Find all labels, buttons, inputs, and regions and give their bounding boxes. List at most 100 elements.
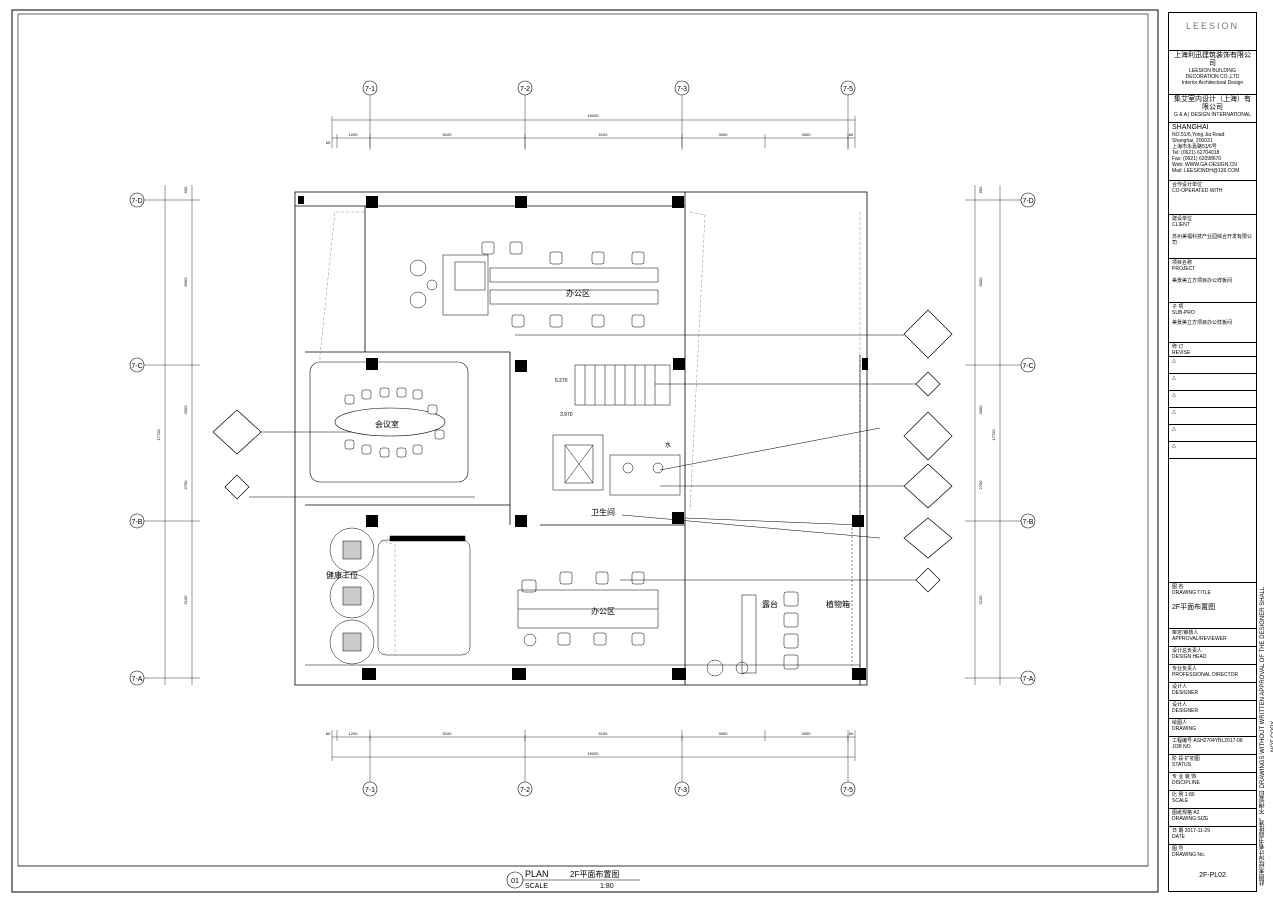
svg-text:60: 60: [326, 731, 331, 736]
svg-text:60: 60: [849, 731, 854, 736]
index-markers: [212, 309, 953, 593]
grid-row-a: 7-A: [132, 676, 143, 683]
revise-row-1: △: [1169, 357, 1256, 374]
svg-text:7-1: 7-1: [365, 787, 375, 794]
svg-text:7-3: 7-3: [677, 787, 687, 794]
office-bottom-furniture: [517, 571, 659, 647]
room-label-meeting: 会议室: [375, 419, 399, 429]
meeting-room-outline: [309, 361, 469, 483]
title-scale: 1:80: [600, 883, 614, 890]
index-leaders: [249, 334, 916, 581]
grid-col-1: 7-1: [365, 86, 375, 93]
title-block: LEESION 上海利迅建筑装饰有限公司 LEESION BUILDING DE…: [1168, 12, 1257, 892]
svg-text:5100: 5100: [183, 595, 188, 605]
svg-text:1200: 1200: [349, 132, 359, 137]
drawing-border: [17, 13, 1149, 867]
address: SHANGHAI NO.51/6,Yong Jia Road Shanghai,…: [1169, 123, 1256, 181]
fitness-area: [329, 527, 471, 665]
svg-text:6000: 6000: [183, 277, 188, 287]
title-plan: PLAN: [525, 869, 549, 879]
svg-text:6000: 6000: [978, 277, 983, 287]
room-label-fitness: 健康工位: [326, 570, 358, 580]
room-label-plant-box: 植物箱: [826, 599, 850, 609]
svg-text:3000: 3000: [802, 132, 812, 137]
revise-row-3: △: [1169, 391, 1256, 408]
top-dimensions: [331, 116, 856, 148]
svg-text:2700: 2700: [978, 480, 983, 490]
svg-text:60: 60: [849, 132, 854, 137]
company-info: 上海利迅建筑装饰有限公司 LEESION BUILDING DECORATION…: [1169, 51, 1256, 95]
svg-text:3000: 3000: [183, 405, 188, 415]
revise-space: [1169, 459, 1256, 583]
room-label-terrace: 露台: [762, 599, 778, 609]
office-top-furniture: [409, 241, 659, 328]
svg-text:5100: 5100: [599, 731, 609, 736]
svg-text:5100: 5100: [443, 731, 453, 736]
svg-text:3000: 3000: [978, 405, 983, 415]
svg-text:7-C: 7-C: [1022, 363, 1033, 370]
svg-text:7-5: 7-5: [843, 787, 853, 794]
grid-row-c: 7-C: [131, 363, 142, 370]
revise-row-6: △: [1169, 442, 1256, 459]
svg-text:5100: 5100: [599, 132, 609, 137]
drawing-title-block: 01 PLAN SCALE 2F平面布置图 1:80: [506, 869, 640, 890]
revise-row-5: △: [1169, 425, 1256, 442]
level-2: 3.970: [560, 412, 573, 418]
bottom-dimensions: [331, 730, 856, 761]
grid-col-3: 7-3: [677, 86, 687, 93]
top-total-dim: 19200: [587, 113, 599, 118]
svg-text:2700: 2700: [183, 480, 188, 490]
level-1: 5.270: [555, 378, 568, 384]
building-walls: [294, 191, 868, 686]
meeting-table: [334, 407, 446, 437]
svg-text:5100: 5100: [978, 595, 983, 605]
svg-text:7-D: 7-D: [1022, 198, 1033, 205]
svg-text:3000: 3000: [802, 731, 812, 736]
grid-bubbles-top: 7-1 7-2 7-3 7-5: [362, 80, 856, 150]
svg-text:5100: 5100: [443, 132, 453, 137]
structural-columns: [298, 196, 868, 680]
room-label-office-bottom: 办公区: [591, 606, 615, 616]
title-index: 01: [511, 878, 519, 885]
dashed-outlines: [319, 211, 861, 655]
svg-text:60: 60: [326, 140, 331, 145]
terrace-area: [706, 528, 853, 677]
grid-bubbles-right: 7-D 7-C 7-B 7-A: [965, 185, 1036, 686]
room-label-office-top: 办公区: [566, 288, 590, 298]
stair-core: [552, 364, 681, 496]
svg-text:3000: 3000: [719, 132, 729, 137]
svg-text:3000: 3000: [719, 731, 729, 736]
grid-row-b: 7-B: [132, 519, 143, 526]
svg-text:17700: 17700: [991, 429, 996, 441]
copyright-note: 此图未经设计者书面批准，不得复印 DRAWINGS WITHOUT WRITTE…: [1260, 586, 1273, 886]
design-company: 集艾室内设计（上海）有限公司 G & A | DESIGN INTERNATIO…: [1169, 95, 1256, 123]
grid-col-2: 7-2: [520, 86, 530, 93]
grid-row-d: 7-D: [131, 198, 142, 205]
svg-text:17700: 17700: [156, 429, 161, 441]
svg-text:19200: 19200: [587, 751, 599, 756]
svg-text:600: 600: [978, 186, 983, 193]
room-label-water: 水: [665, 441, 671, 449]
meeting-chairs: [344, 387, 445, 458]
room-label-toilet: 卫生间: [591, 507, 615, 517]
svg-text:7-B: 7-B: [1023, 519, 1034, 526]
revise-row-2: △: [1169, 374, 1256, 391]
company-logo: LEESION: [1169, 13, 1256, 51]
svg-text:1200: 1200: [349, 731, 359, 736]
